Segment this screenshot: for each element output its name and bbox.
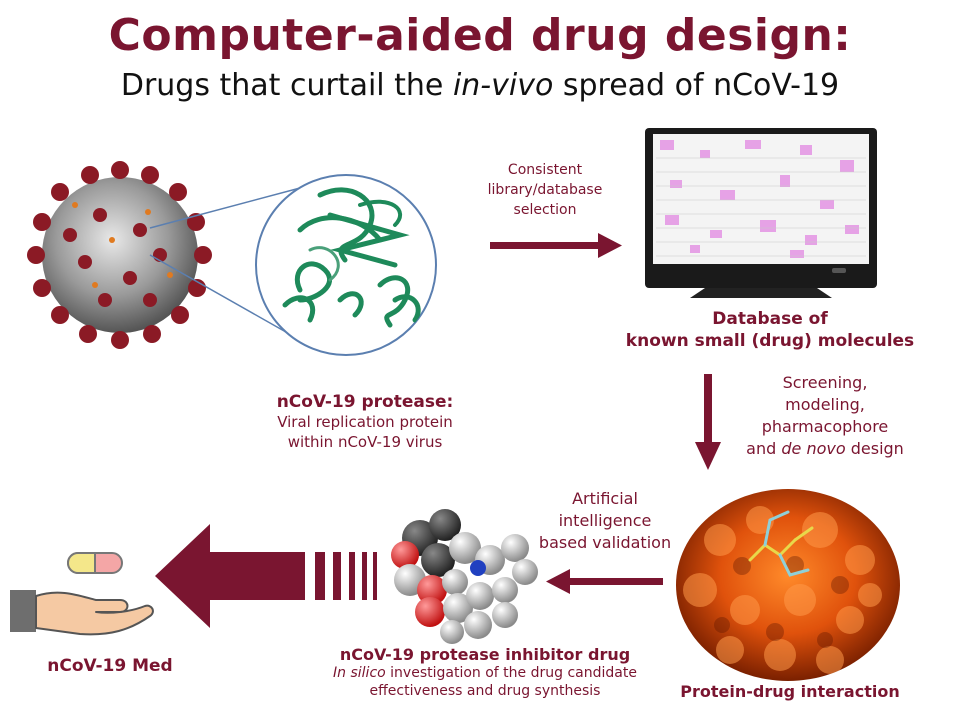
inhibitor-line1: In silico investigation of the drug cand… [300, 664, 670, 682]
arrow-to-protein-drug [695, 374, 721, 470]
inhibitor-label: nCoV-19 protease inhibitor drug In silic… [300, 646, 670, 700]
monitor-icon [645, 128, 877, 298]
inhibitor-line2: effectiveness and drug synthesis [369, 683, 601, 699]
arrow-to-database [490, 233, 622, 258]
page-subtitle: Drugs that curtail the in-vivo spread of… [0, 68, 960, 103]
consistent-line1: Consistent [507, 162, 583, 178]
protease-line1: Viral replication protein [277, 413, 453, 431]
screening-line1: Screening, [782, 373, 868, 392]
screening-line4: and de novo design [740, 438, 910, 460]
ai-line1: Artificial [572, 489, 638, 508]
arrow-to-inhibitor [546, 569, 663, 594]
ai-line2: intelligence [558, 511, 652, 530]
pill-icon [67, 552, 123, 574]
ai-line3: based validation [538, 533, 672, 552]
protein-structure-icon [255, 174, 437, 356]
protease-label: nCoV-19 protease: Viral replication prot… [250, 392, 480, 452]
database-line1: Database of [712, 309, 828, 329]
screening-line2: modeling, [785, 395, 865, 414]
inhibitor-line1-italic: In silico [333, 665, 386, 681]
protein-surface-icon [676, 489, 900, 681]
subtitle-suffix: spread of nCoV-19 [553, 68, 840, 103]
screening-line4-suffix: design [845, 439, 904, 458]
subtitle-prefix: Drugs that curtail the [120, 68, 453, 103]
screening-line4-italic: de novo [781, 439, 846, 458]
consistent-line3: selection [513, 202, 577, 218]
virus-icon [27, 161, 212, 349]
arrow-label-consistent: Consistent library/database selection [480, 160, 610, 220]
database-line2: known small (drug) molecules [625, 331, 915, 351]
inhibitor-head: nCoV-19 protease inhibitor drug [339, 645, 631, 664]
screening-line4-prefix: and [746, 439, 782, 458]
subtitle-italic: in-vivo [452, 68, 554, 103]
database-label: Database of known small (drug) molecules [600, 308, 940, 352]
screening-label: Screening, modeling, pharmacophore and d… [740, 372, 910, 460]
screening-line3: pharmacophore [761, 417, 889, 436]
med-label: nCoV-19 Med [47, 656, 173, 676]
ai-label: Artificial intelligence based validation [520, 488, 690, 554]
protease-line2: within nCoV-19 virus [287, 433, 443, 451]
page-title: Computer-aided drug design: [108, 10, 852, 61]
consistent-line2: library/database [487, 182, 603, 198]
arrow-to-med [155, 524, 377, 628]
protease-head: nCoV-19 protease: [276, 392, 454, 412]
molecule-icon [391, 509, 538, 644]
protein-drug-label: Protein-drug interaction [680, 682, 900, 701]
inhibitor-line1-suffix: investigation of the drug candidate [385, 665, 637, 681]
hand-icon [10, 590, 154, 636]
